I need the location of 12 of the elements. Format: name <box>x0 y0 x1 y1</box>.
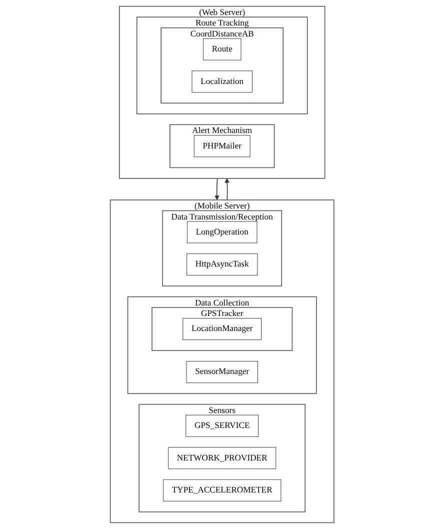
node-box: PHPMailer <box>194 135 250 158</box>
node-box: HttpAsyncTask <box>186 253 258 276</box>
node-box: SensorManager <box>186 361 258 384</box>
node-box: GPS_SERVICE <box>185 414 258 437</box>
arrow <box>214 178 220 200</box>
node-box: LongOperation <box>186 221 258 244</box>
node-box: Route <box>202 38 242 60</box>
node-box: Localization <box>192 70 252 93</box>
arrow <box>224 178 230 200</box>
node-box: TYPE_ACCELEROMETER <box>162 479 282 502</box>
node-box: LocationManager <box>182 318 262 340</box>
node-box: NETWORK_PROVIDER <box>168 447 276 470</box>
